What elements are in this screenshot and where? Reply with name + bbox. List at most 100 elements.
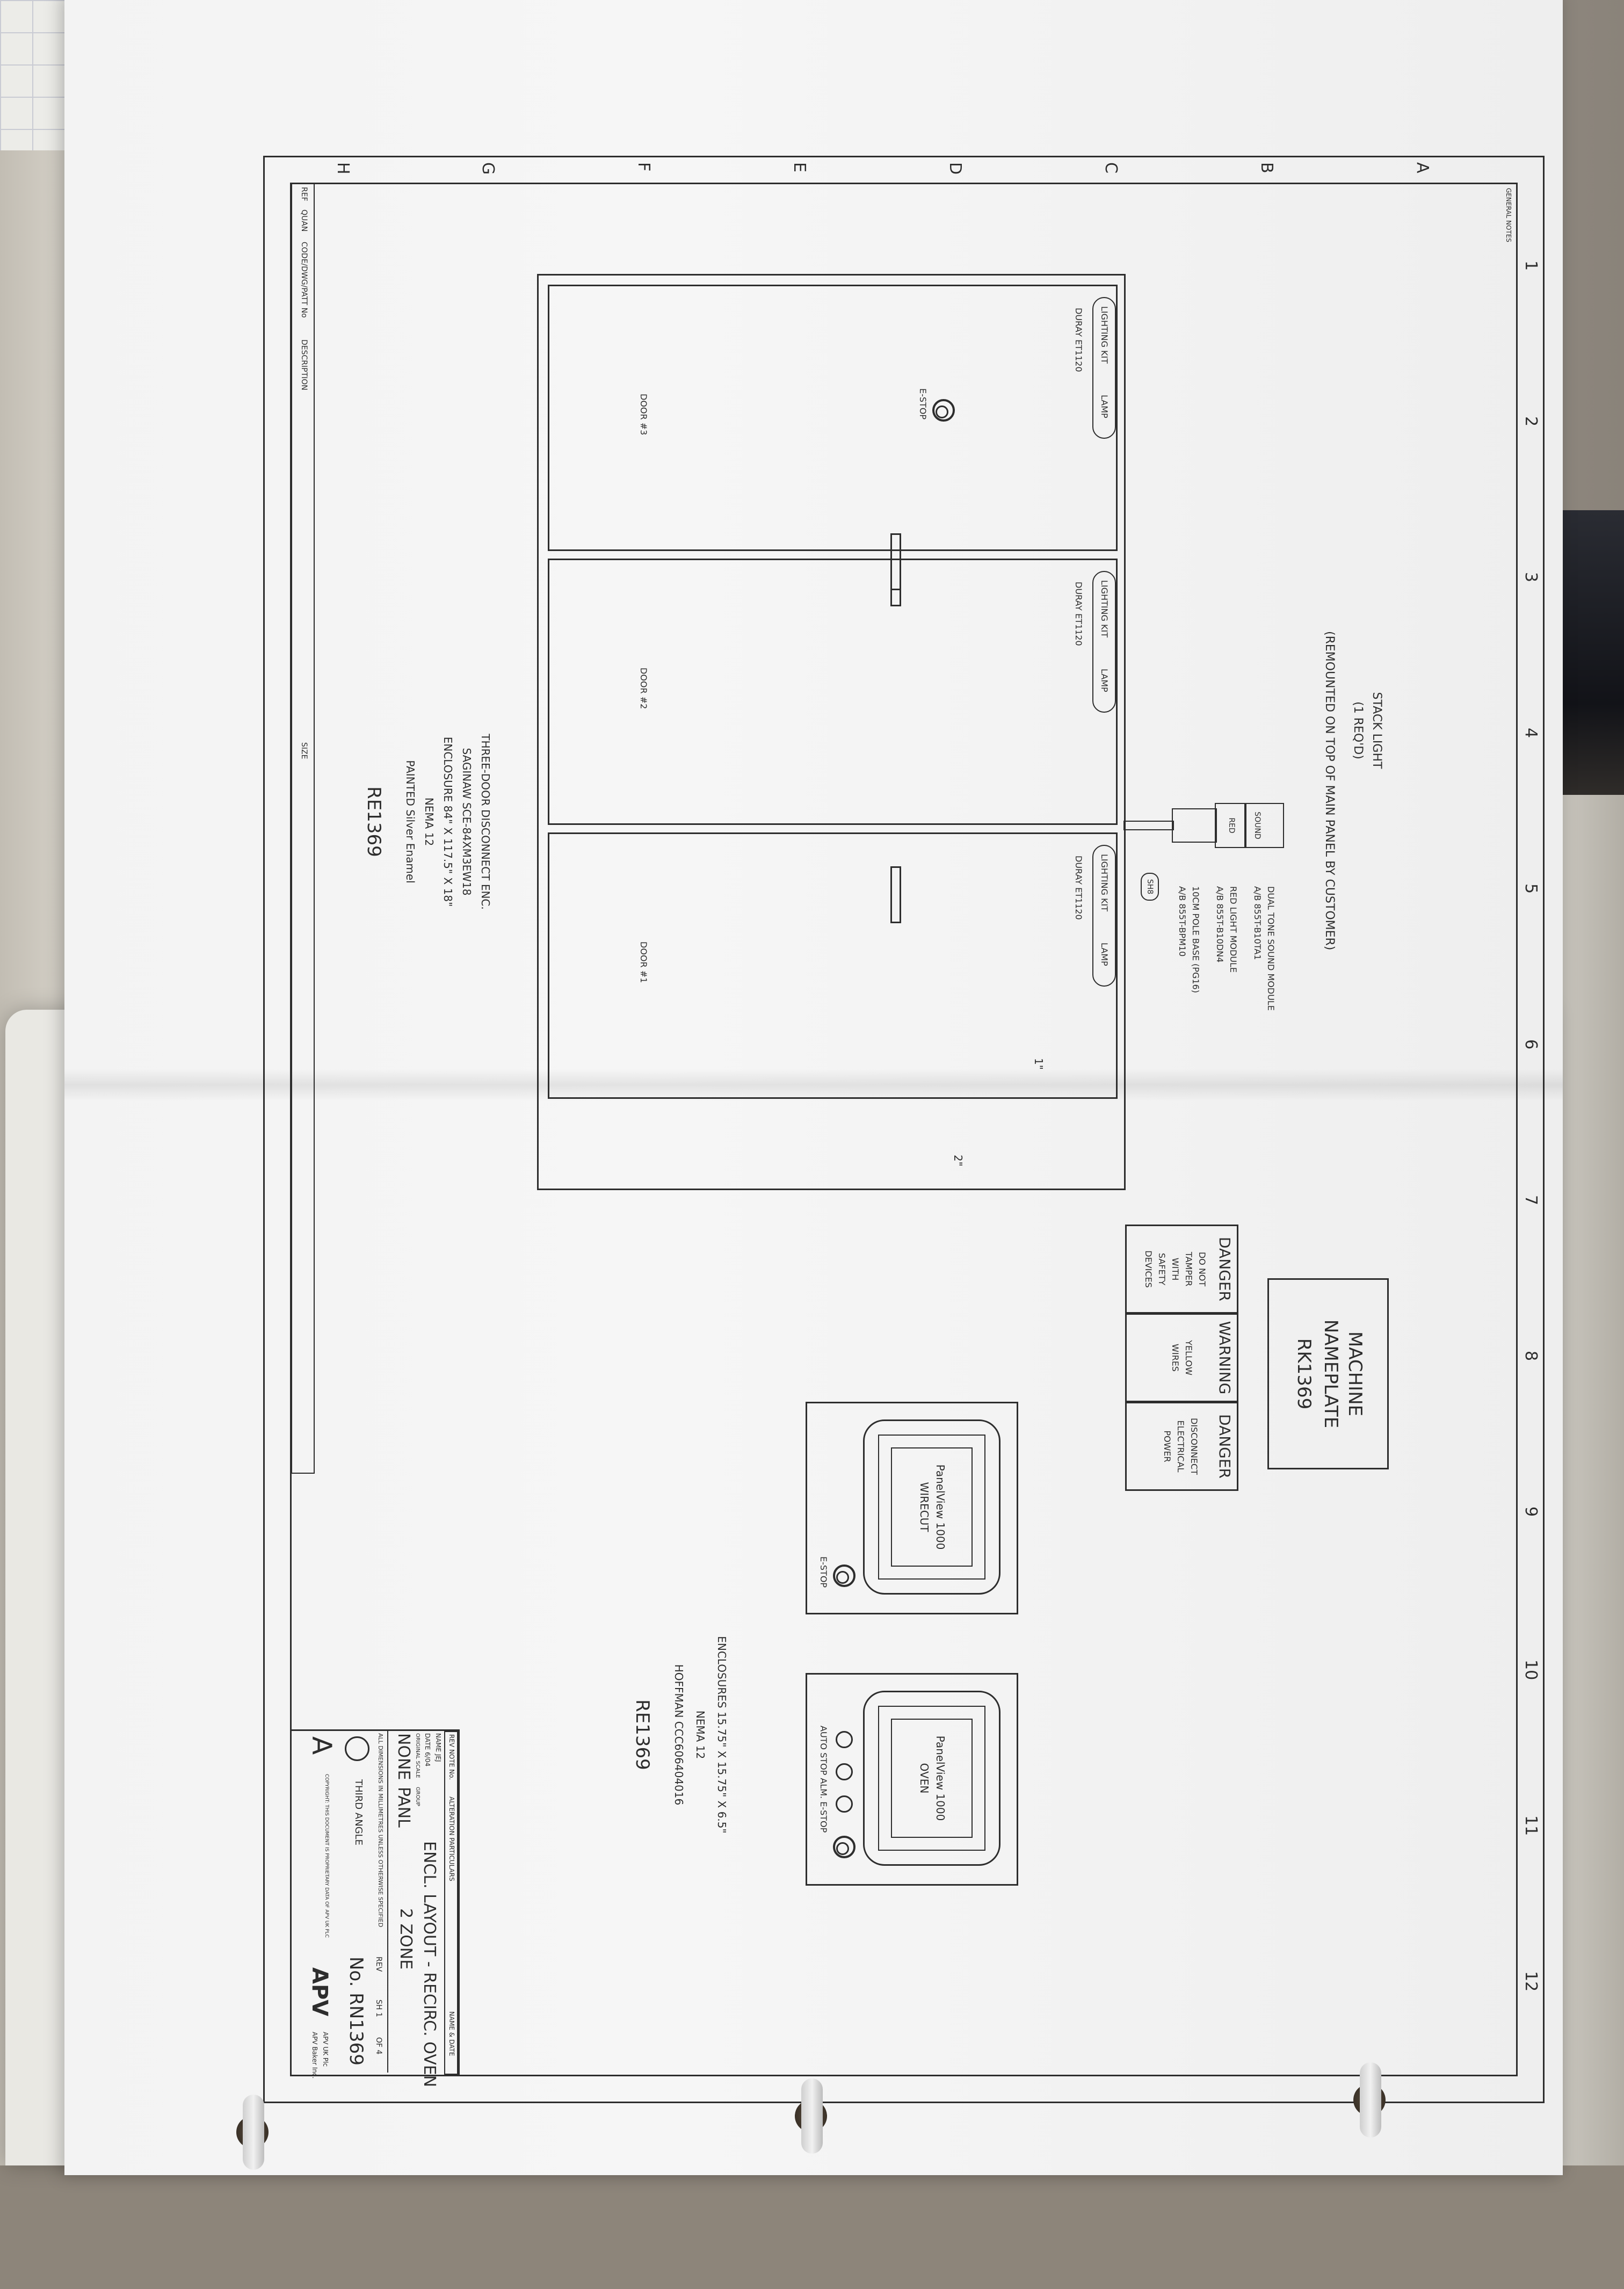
danger2-body-0: DISCONNECT	[1189, 1418, 1199, 1475]
row-B: B	[1257, 162, 1276, 173]
fixture-label-1: DURAY ET1120	[1074, 856, 1084, 920]
pole-base	[1172, 808, 1217, 843]
danger1-body-4: DEVICES	[1143, 1250, 1154, 1288]
warning-body-0: YELLOW	[1184, 1340, 1194, 1375]
column-9: 9	[1521, 1506, 1540, 1517]
fixture-label-3: DURAY ET1120	[1074, 308, 1084, 372]
stack-light-req: (1 REQ'D)	[1351, 701, 1365, 759]
lighting-kit-3: LIGHTING KIT LAMP	[1092, 297, 1116, 439]
tb-company-sub1: APV UK Plc	[322, 2032, 329, 2067]
danger1-body-0: DO NOT	[1197, 1251, 1207, 1287]
tb-copyright: COPYRIGHT: THIS DOCUMENT IS PROPRIETARY …	[324, 1774, 329, 1938]
pole	[1123, 821, 1174, 830]
estop-label-door3: E-STOP	[918, 388, 928, 420]
tb-group-label: GROUP	[415, 1787, 421, 1806]
panel-spec-1: ENCLOSURES 15.75" X 15.75" X 6.5"	[715, 1636, 728, 1834]
panel-ref: RE1369	[632, 1699, 653, 1770]
column-11: 11	[1521, 1815, 1540, 1836]
tb-number: No. RN1369	[345, 1957, 367, 2066]
estop-icon-oven	[833, 1836, 856, 1858]
stop-button-icon	[836, 1763, 853, 1780]
danger1-body-1: TAMPER	[1184, 1251, 1194, 1287]
column-10: 10	[1521, 1660, 1540, 1680]
binder-ring-3	[1360, 2062, 1381, 2138]
disconnect-desc-5: PAINTED Silver Enamel	[404, 760, 417, 883]
stack-light-note: (REMOUNTED ON TOP OF MAIN PANEL BY CUSTO…	[1323, 631, 1336, 951]
danger1-head: DANGER	[1216, 1236, 1234, 1301]
tb-name: NAME JEJ	[434, 1733, 442, 1762]
parts-size: SIZE	[300, 742, 308, 759]
paper-fold	[64, 1069, 1563, 1101]
dim-2-inch: 2"	[952, 1155, 965, 1167]
auto-button-icon	[836, 1731, 853, 1748]
tb-sheet: SH 1	[374, 2000, 383, 2017]
column-3: 3	[1521, 572, 1540, 583]
panel-oven-bezel: PanelView 1000 OVEN	[863, 1691, 1001, 1866]
tb-scale: NONE	[394, 1733, 413, 1780]
sh8-tag: SH8	[1141, 873, 1159, 901]
red-label: RED	[1227, 817, 1236, 834]
label-danger-disconnect: DANGER DISCONNECT ELECTRICAL POWER	[1125, 1402, 1238, 1491]
label-warning-wires: WARNING YELLOW WIRES	[1125, 1313, 1238, 1402]
parts-list-header: REF QUAN CODE/DWG/PATT No DESCRIPTION SI…	[291, 183, 315, 1474]
door-2: LIGHTING KIT LAMP DURAY ET1120 DOOR #2	[548, 549, 1118, 825]
disconnect-ref: RE1369	[363, 786, 385, 857]
tb-title-1: ENCL. LAYOUT - RECIRC. OVEN	[420, 1841, 439, 2088]
lighting-kit-label-2: LIGHTING KIT	[1099, 580, 1110, 638]
tb-rev-letter: A	[306, 1736, 337, 1755]
tb-dims-note: ALL DIMENSIONS IN MILLIMETRES UNLESS OTH…	[377, 1733, 384, 1928]
nameplate-line1: MACHINE	[1344, 1331, 1366, 1417]
general-notes-label: GENERAL NOTES	[1505, 188, 1512, 242]
lighting-kit-label-1: LIGHTING KIT	[1099, 854, 1110, 911]
tb-date: DATE 6/04	[424, 1733, 431, 1766]
lamp-label-3: LAMP	[1099, 395, 1110, 418]
disconnect-desc-3: ENCLOSURE 84" X 117.5" X 18"	[441, 736, 454, 907]
row-A: A	[1413, 162, 1432, 173]
parts-desc: DESCRIPTION	[300, 339, 308, 390]
tb-rev-header: REV NOTE No.	[448, 1734, 455, 1780]
column-12: 12	[1521, 1971, 1540, 1992]
panel-wirecut-frame: PanelView 1000 WIRECUT	[878, 1435, 985, 1580]
tb-scale-label: ORIGINAL SCALE	[415, 1733, 421, 1778]
photo-background: 1 2 3 4 5 6 7 8 9 10 11 12 A B C D E F	[0, 0, 1624, 2165]
warning-head: WARNING	[1216, 1321, 1234, 1395]
panel-wirecut-screen: PanelView 1000 WIRECUT	[891, 1447, 973, 1567]
column-5: 5	[1521, 883, 1540, 894]
panel-oven-text2: OVEN	[918, 1763, 931, 1794]
stack-light-title: STACK LIGHT	[1370, 692, 1383, 769]
panel-wirecut: PanelView 1000 WIRECUT E-STOP	[806, 1402, 1018, 1614]
disconnect-desc-2: SAGINAW SCE-84XM3EW18	[460, 748, 473, 896]
parts-ref: REF	[300, 187, 308, 201]
panel-wirecut-bezel: PanelView 1000 WIRECUT	[863, 1419, 1001, 1595]
tb-group: PANL	[394, 1787, 413, 1828]
parts-quan: QUAN	[300, 209, 308, 232]
estop-label-wirecut: E-STOP	[818, 1556, 829, 1588]
nameplate-line2: NAMEPLATE	[1320, 1319, 1342, 1429]
binder-ring-2	[801, 2078, 823, 2154]
callout-red-2: A/B 855T-B10DN4	[1215, 886, 1225, 963]
row-C: C	[1101, 162, 1120, 173]
door-2-handle	[890, 549, 901, 606]
tb-header-row: REV NOTE No. ALTERATION PARTICULARS NAME…	[444, 1731, 458, 2075]
tb-rev: REV	[374, 1957, 383, 1972]
tb-alt-header: ALTERATION PARTICULARS	[448, 1797, 455, 1881]
panel-wirecut-text2: WIRECUT	[918, 1482, 931, 1532]
callout-red-1: RED LIGHT MODULE	[1228, 886, 1238, 973]
panel-oven: PanelView 1000 OVEN AUTO STOP ALM. E-STO…	[806, 1673, 1018, 1886]
callout-base-1: 10CM POLE BASE (PG16)	[1191, 886, 1201, 993]
third-angle-icon	[345, 1736, 369, 1761]
column-1: 1	[1521, 260, 1540, 271]
panel-spec-2: NEMA 12	[694, 1710, 707, 1759]
sound-module: SOUND	[1244, 803, 1284, 848]
column-7: 7	[1521, 1195, 1540, 1206]
sh8-tag-label: SH8	[1146, 879, 1154, 895]
row-H: H	[334, 162, 352, 175]
label-danger-tamper: DANGER DO NOT TAMPER WITH SAFETY DEVICES	[1125, 1225, 1238, 1314]
dim-1-inch: 1"	[1032, 1058, 1045, 1070]
door-3: LIGHTING KIT LAMP DURAY ET1120 E-STOP DO…	[548, 285, 1118, 590]
binder-ring-1	[243, 2095, 264, 2170]
panel-spec-3: HOFFMAN CCC606404016	[672, 1664, 685, 1806]
lamp-label-2: LAMP	[1099, 669, 1110, 692]
estop-icon-door3	[932, 399, 955, 422]
lighting-kit-label-3: LIGHTING KIT	[1099, 306, 1110, 364]
